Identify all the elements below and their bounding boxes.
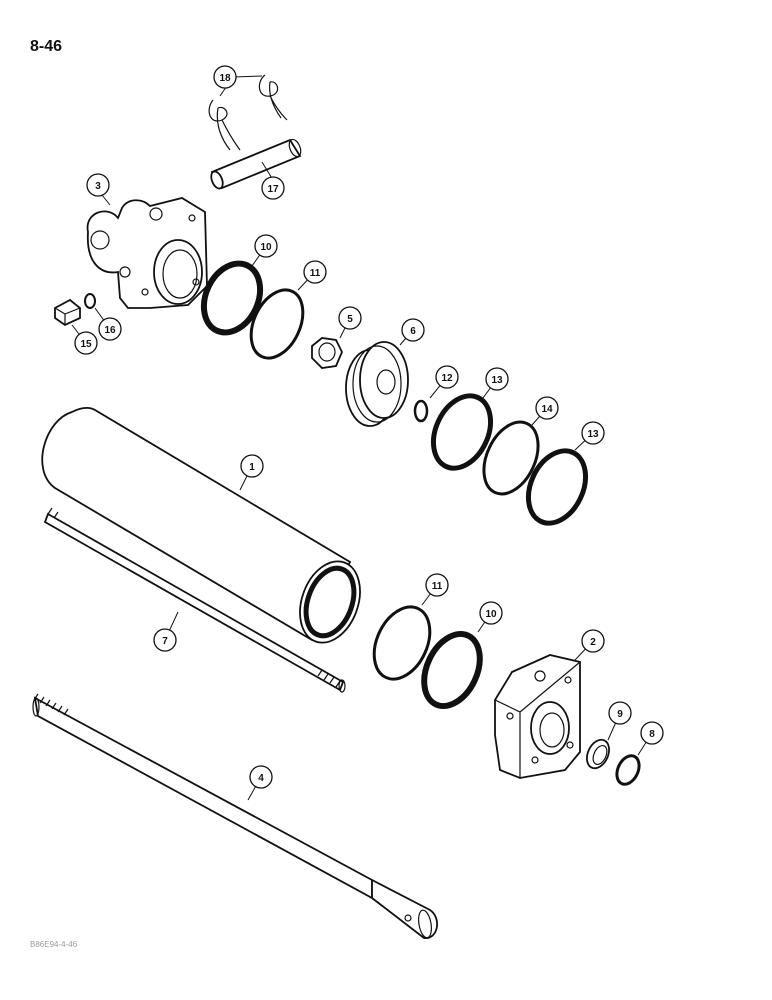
cylinder-barrel: [41, 406, 361, 644]
callout-5: 5: [338, 306, 362, 330]
callout-16: 16: [98, 317, 122, 341]
piston-rod: [32, 693, 438, 939]
piston-o-ring: [413, 399, 429, 423]
svg-text:8: 8: [649, 729, 655, 740]
svg-text:3: 3: [95, 181, 101, 192]
svg-text:1: 1: [249, 462, 255, 473]
svg-text:11: 11: [432, 581, 443, 592]
svg-text:9: 9: [617, 709, 623, 720]
callout-14: 14: [535, 396, 559, 420]
callout-11-upper: 11: [303, 260, 327, 284]
callout-4: 4: [249, 765, 273, 789]
svg-text:12: 12: [441, 373, 453, 384]
callout-10-upper: 10: [254, 234, 278, 258]
rod-end-cap: [86, 197, 208, 309]
svg-text:6: 6: [410, 326, 416, 337]
page-number: 8-46: [30, 38, 63, 55]
callout-13-left: 13: [485, 367, 509, 391]
callout-17: 17: [261, 176, 285, 200]
cylinder-head: [494, 654, 581, 779]
svg-text:13: 13: [491, 375, 503, 386]
o-ring-lower: [372, 605, 432, 681]
o-ring-upper: [249, 288, 305, 360]
svg-text:17: 17: [267, 184, 279, 195]
callout-10-lower: 10: [479, 601, 503, 625]
callout-8: 8: [640, 721, 664, 745]
callout-11-lower: 11: [425, 573, 449, 597]
svg-text:15: 15: [80, 339, 92, 350]
figure-code: B86E94-4-46: [30, 940, 78, 949]
callout-9: 9: [608, 701, 632, 725]
svg-text:7: 7: [162, 636, 168, 647]
retaining-clip-right: [258, 74, 288, 121]
piston-seal: [482, 420, 540, 496]
callout-15: 15: [74, 331, 98, 355]
callout-13-right: 13: [581, 421, 605, 445]
plug: [54, 298, 81, 327]
callout-7: 7: [153, 628, 177, 652]
svg-text:5: 5: [347, 314, 353, 325]
rod-seal: [615, 754, 641, 786]
callout-18: 18: [213, 65, 237, 89]
svg-text:16: 16: [104, 325, 116, 336]
svg-text:13: 13: [587, 429, 599, 440]
piston-nut: [311, 337, 343, 369]
svg-text:4: 4: [258, 773, 264, 784]
callout-12: 12: [435, 365, 459, 389]
plug-o-ring: [84, 293, 96, 309]
wiper-seal: [586, 738, 610, 770]
svg-text:2: 2: [590, 637, 596, 648]
svg-text:18: 18: [219, 73, 231, 84]
callout-1: 1: [240, 454, 264, 478]
svg-text:11: 11: [310, 268, 321, 279]
callout-6: 6: [401, 318, 425, 342]
piston: [345, 341, 409, 427]
retaining-clip-left: [208, 99, 241, 151]
pin: [210, 138, 302, 190]
callout-2: 2: [581, 629, 605, 653]
tie-rod: [43, 507, 346, 693]
svg-text:14: 14: [541, 404, 553, 415]
callout-3: 3: [86, 173, 110, 197]
svg-text:10: 10: [485, 609, 497, 620]
svg-text:10: 10: [260, 242, 272, 253]
